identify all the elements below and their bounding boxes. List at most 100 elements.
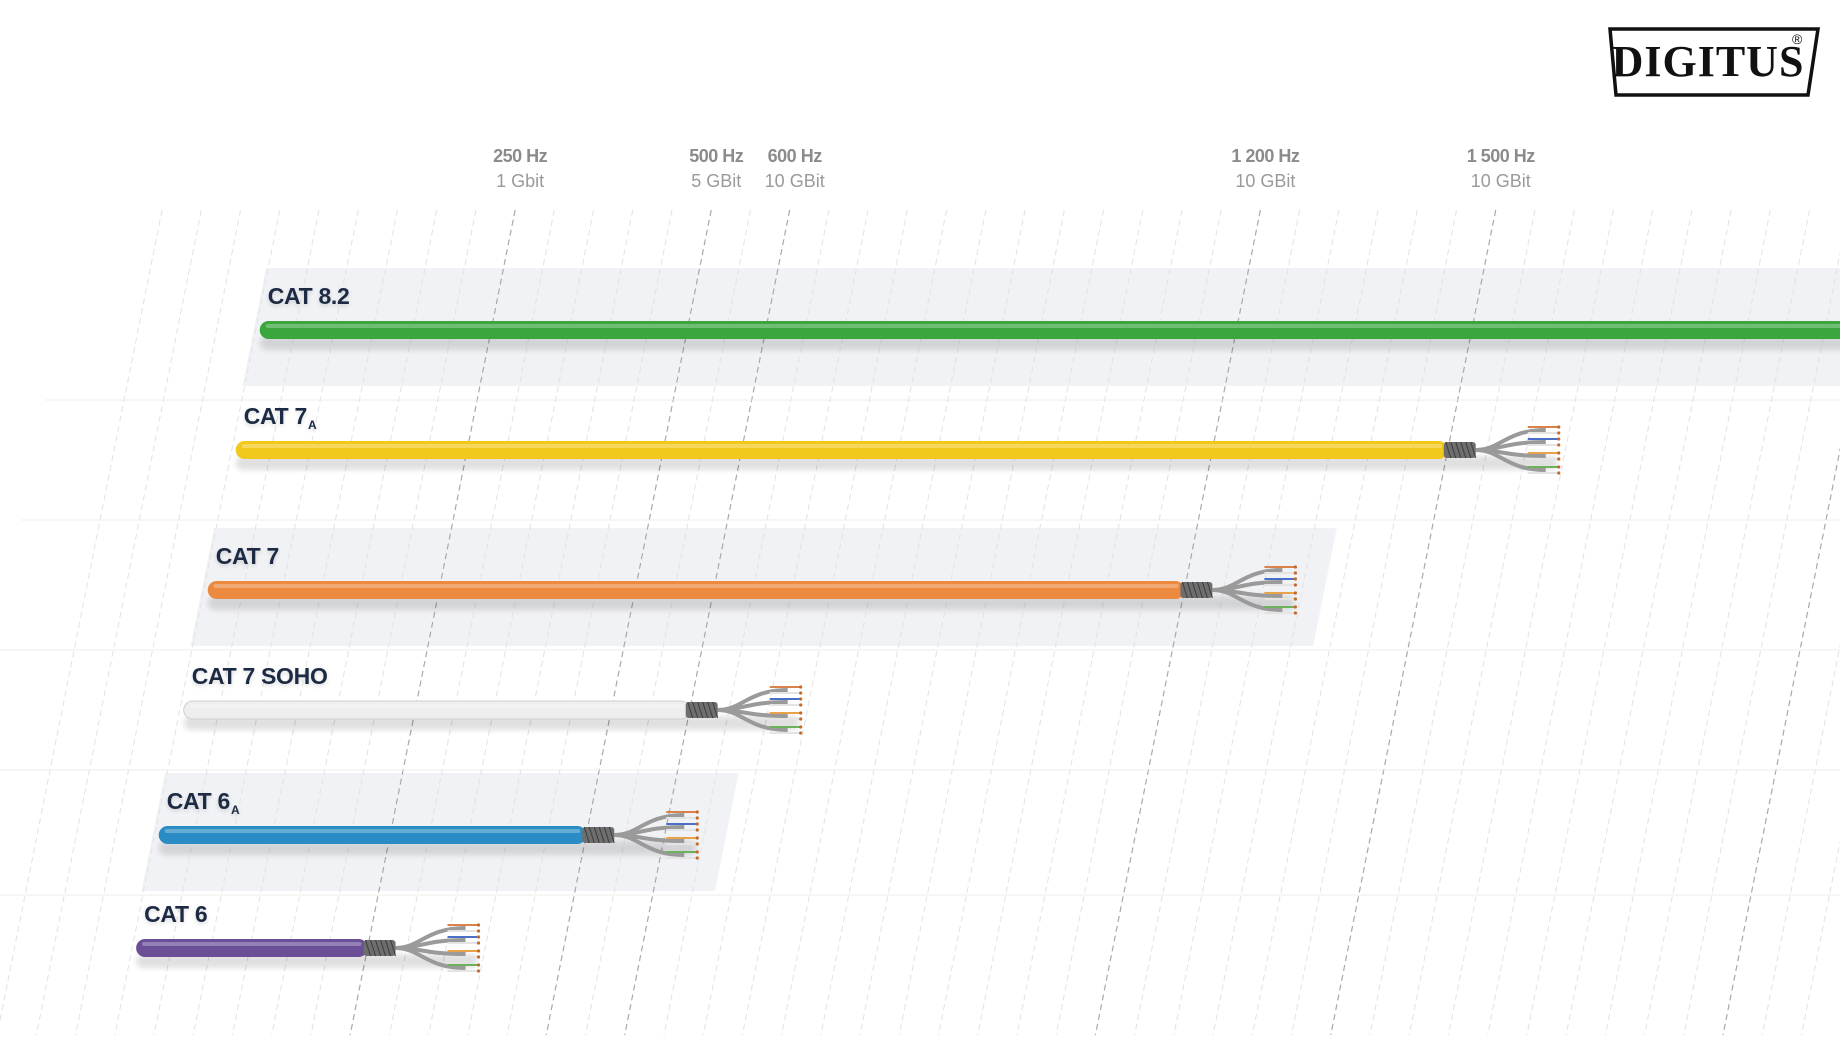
tick-frequency: 500 Hz: [689, 146, 744, 166]
wire-tip: [799, 691, 803, 695]
shield-braid: [1470, 441, 1477, 459]
cable-jacket: [158, 826, 587, 844]
wire-tip: [476, 935, 481, 939]
cable-highlight: [142, 942, 362, 946]
shield-braid: [702, 701, 709, 719]
shield-braid: [1465, 441, 1472, 459]
cable-label: CAT 7: [216, 543, 280, 570]
wire-tip: [695, 856, 699, 860]
wire-tip: [695, 810, 699, 814]
cable-label: CAT 6: [144, 901, 208, 928]
tick-speed: 10 GBit: [764, 171, 825, 191]
shield-braid: [583, 826, 590, 844]
wire-tip: [1293, 577, 1297, 581]
wire-tip: [695, 842, 699, 846]
cable-jacket: [183, 700, 691, 720]
shield-braid: [1460, 441, 1467, 459]
wire-tip: [799, 685, 803, 689]
shield-braid: [1196, 581, 1203, 599]
cable-shadow: [136, 954, 478, 968]
wire-tip: [799, 725, 803, 729]
cable-label: CAT 8.2: [268, 283, 350, 310]
cable-2: [207, 565, 1297, 615]
cable-jacket: [136, 939, 368, 957]
shield-braid: [697, 701, 704, 719]
wire-tip: [695, 828, 699, 832]
cable-shadow: [207, 596, 1295, 610]
shield-braid: [1181, 581, 1188, 599]
wire-tip: [799, 703, 803, 707]
tick-frequency: 2 000 Hz: [1833, 146, 1840, 167]
wire-tip: [1293, 611, 1297, 615]
wire-tip: [1293, 571, 1297, 575]
shield-braid: [687, 701, 694, 719]
wire-tip: [476, 929, 481, 933]
wire-tip: [799, 711, 803, 715]
wire-tip: [1557, 451, 1561, 455]
cable-3: [183, 685, 803, 735]
cable-highlight: [189, 704, 684, 708]
minor-grid-line: [114, 209, 281, 1036]
cable-4: [158, 810, 699, 860]
shield-braid: [588, 826, 595, 844]
wire-tip: [1557, 431, 1561, 435]
wire-tip: [1557, 471, 1561, 475]
wire-foil: [1475, 448, 1546, 472]
tick-label: 2 000 Hz40 GBit: [1833, 146, 1840, 192]
shield-braid: [598, 826, 605, 844]
minor-grid-line: [75, 209, 242, 1036]
wire-tip: [1293, 565, 1297, 569]
minor-grid-line: [1761, 643, 1840, 1036]
shield-braid: [593, 826, 600, 844]
cable-label-main: CAT 7 SOHO: [191, 663, 328, 689]
minor-grid-line: [0, 209, 163, 1024]
wire-tip: [1557, 443, 1561, 447]
wire-foil: [1212, 588, 1283, 612]
tick-frequency: 1 500 Hz: [1466, 146, 1536, 166]
shield-braid: [712, 701, 719, 719]
wire-tip: [799, 731, 803, 735]
cable-label: CAT 6A: [166, 788, 240, 817]
wire-tip: [1293, 583, 1297, 587]
tick-frequency: 250 Hz: [493, 146, 548, 166]
cable-label: CAT 7 SOHO: [192, 663, 328, 690]
wire-foil: [395, 946, 466, 970]
cable-highlight: [164, 829, 581, 833]
wire-tip: [1293, 605, 1297, 609]
shield-braid: [692, 701, 699, 719]
cable-label-main: CAT 6: [166, 788, 231, 814]
tick-speed: 5 GBit: [691, 171, 742, 191]
wire-tip: [1557, 425, 1561, 429]
cable-highlight: [213, 584, 1179, 588]
cable-0: [259, 321, 1840, 350]
cable-label: CAT 7A: [243, 403, 317, 432]
tick-frequency: 1 200 Hz: [1231, 146, 1300, 166]
shield-braid: [603, 826, 610, 844]
tick-speed: 1 Gbit: [496, 171, 545, 191]
cable-label-subscript: A: [230, 803, 240, 817]
cable-jacket: [207, 581, 1185, 599]
wire-tip: [476, 923, 481, 927]
cable-label-main: CAT 6: [144, 901, 208, 927]
shield-braid: [370, 939, 377, 957]
shield-braid: [390, 939, 397, 957]
cable-label-main: CAT 7: [243, 403, 308, 429]
wire-tip: [1293, 591, 1297, 595]
shield-braid: [1455, 441, 1462, 459]
cable-shadow: [235, 456, 1558, 470]
cable-1: [235, 425, 1561, 475]
wire-tip: [1293, 597, 1297, 601]
wire-foil: [614, 833, 685, 857]
shield-braid: [1191, 581, 1198, 599]
cable-highlight: [241, 444, 1442, 448]
shield-braid: [385, 939, 392, 957]
shield-braid: [1206, 581, 1213, 599]
tick-label: 250 Hz 1 Gbit: [460, 146, 580, 192]
shield-braid: [707, 701, 714, 719]
cable-label-subscript: A: [307, 418, 317, 432]
wire-tip: [799, 697, 803, 701]
